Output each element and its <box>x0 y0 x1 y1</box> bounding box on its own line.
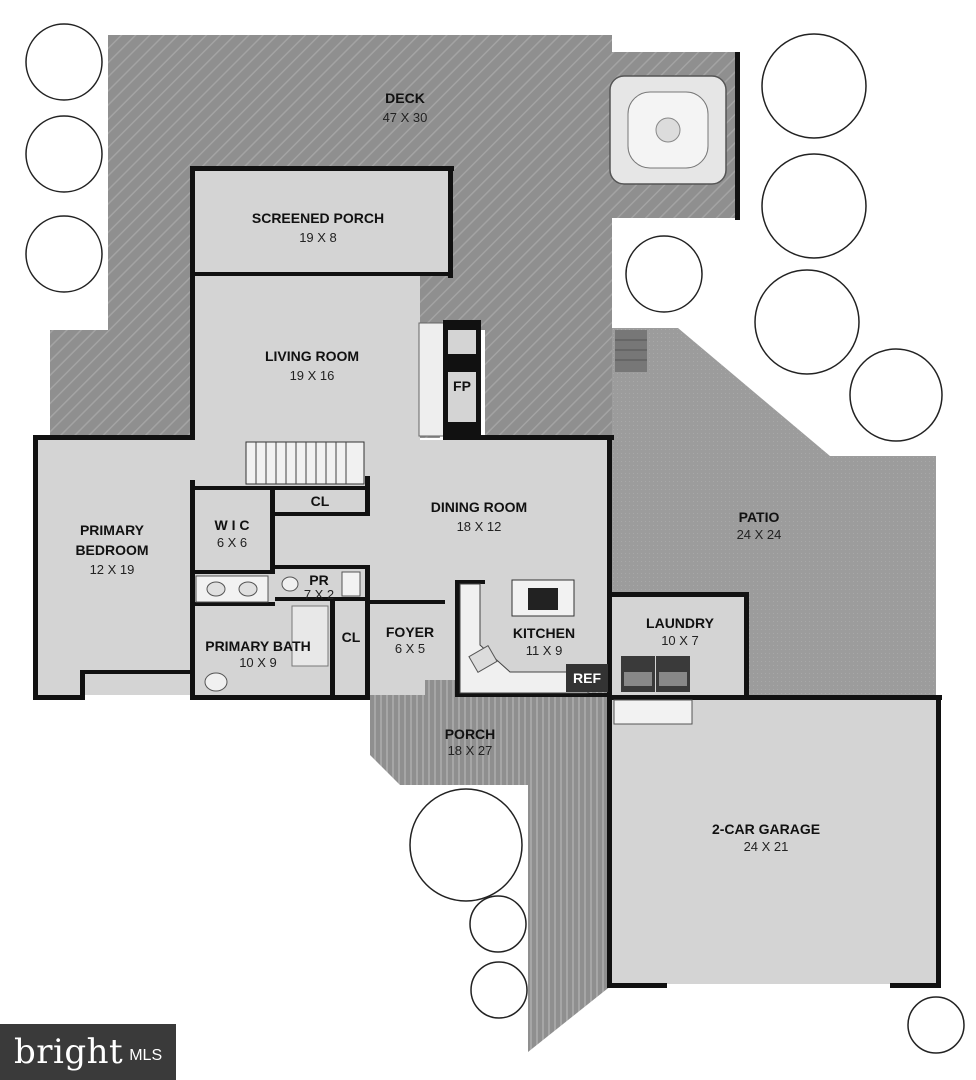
patio-name: PATIO <box>739 509 780 525</box>
kitchen-name: KITCHEN <box>513 625 575 641</box>
fireplace-surround <box>418 322 445 437</box>
dining-room-name: DINING ROOM <box>431 499 527 515</box>
foyer-name: FOYER <box>386 624 434 640</box>
porch-area <box>370 672 612 1052</box>
logo-word: bright <box>14 1032 124 1072</box>
fireplace-label: FP <box>453 378 471 394</box>
wic-label: W I C 6 X 6 <box>215 517 250 550</box>
living-room-dims: 19 X 16 <box>290 368 335 383</box>
screened-porch-dims: 19 X 8 <box>299 230 337 245</box>
powder-room-label: PR 7 X 2 <box>304 572 334 602</box>
refrigerator-label: REF <box>573 670 601 686</box>
deck-label: DECK 47 X 30 <box>383 90 428 125</box>
deck-dims: 47 X 30 <box>383 110 428 125</box>
laundry-label: LAUNDRY 10 X 7 <box>646 615 715 648</box>
deck-name: DECK <box>385 90 425 106</box>
primary-bath-dims: 10 X 9 <box>239 655 277 670</box>
dining-room-label: DINING ROOM 18 X 12 <box>431 499 527 534</box>
porch-dims: 18 X 27 <box>448 743 493 758</box>
bright-mls-logo: bright MLS <box>0 1024 176 1080</box>
wic-dims: 6 X 6 <box>217 535 247 550</box>
primary-bath-label: PRIMARY BATH 10 X 9 <box>205 638 311 670</box>
screened-porch-name: SCREENED PORCH <box>252 210 384 226</box>
wic-name: W I C <box>215 517 250 533</box>
patio-dims: 24 X 24 <box>737 527 782 542</box>
foyer-label: FOYER 6 X 5 <box>386 624 434 656</box>
garage-name: 2-CAR GARAGE <box>712 821 820 837</box>
living-room-name: LIVING ROOM <box>265 348 359 364</box>
closet-upper-label: CL <box>311 493 330 509</box>
dining-room-dims: 18 X 12 <box>457 519 502 534</box>
utility-sink-icon <box>613 699 693 725</box>
garage-label: 2-CAR GARAGE 24 X 21 <box>712 821 820 854</box>
primary-bedroom-name-1: PRIMARY <box>80 522 145 538</box>
powder-room-dims: 7 X 2 <box>304 587 334 602</box>
foyer-dims: 6 X 5 <box>395 641 425 656</box>
kitchen-label: KITCHEN 11 X 9 <box>513 625 575 658</box>
walls <box>33 52 942 988</box>
porch-name: PORCH <box>445 726 496 742</box>
tree-icons <box>25 23 965 1054</box>
living-room-label: LIVING ROOM 19 X 16 <box>265 348 359 383</box>
porch-label: PORCH 18 X 27 <box>445 726 496 758</box>
kitchen-dims: 11 X 9 <box>526 643 563 658</box>
primary-bedroom-label: PRIMARY BEDROOM 12 X 19 <box>75 522 148 577</box>
hot-tub-icon <box>609 75 727 185</box>
refrigerator-box <box>566 664 608 692</box>
logo-mls: MLS <box>129 1047 163 1064</box>
laundry-name: LAUNDRY <box>646 615 715 631</box>
cooktop-island <box>511 579 575 617</box>
bath-fixtures <box>195 571 361 692</box>
primary-bath-name: PRIMARY BATH <box>205 638 311 654</box>
staircase <box>245 441 365 485</box>
patio-label: PATIO 24 X 24 <box>737 509 782 542</box>
interior-floor <box>35 170 939 984</box>
garage-dims: 24 X 21 <box>744 839 789 854</box>
washer-dryer-icon <box>621 656 690 692</box>
screened-porch-label: SCREENED PORCH 19 X 8 <box>252 210 384 245</box>
deck-steps <box>615 330 647 372</box>
closet-lower-label: CL <box>342 629 361 645</box>
deck-left-area <box>50 330 192 438</box>
primary-bedroom-name-2: BEDROOM <box>75 542 148 558</box>
sink-icon <box>468 645 498 673</box>
primary-bedroom-dims: 12 X 19 <box>90 562 135 577</box>
laundry-dims: 10 X 7 <box>661 633 699 648</box>
powder-room-name: PR <box>309 572 328 588</box>
kitchen-counter <box>459 583 589 694</box>
